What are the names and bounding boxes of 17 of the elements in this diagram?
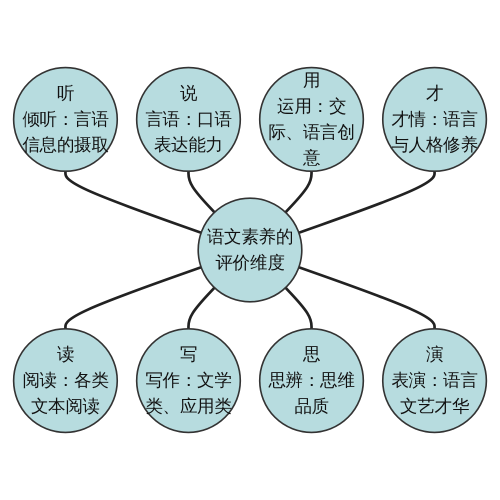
connector: [298, 266, 436, 329]
connector: [284, 286, 313, 329]
node-circle: 语文素养的评价维度: [197, 197, 303, 303]
node-circle: 写 写作：文学类、应用类: [136, 328, 242, 434]
node-circle: 才 才情：语言与人格修养: [382, 66, 488, 172]
connector: [284, 171, 313, 214]
connector: [64, 266, 202, 329]
connector: [187, 171, 216, 214]
node-circle: 思 思辨：思维品质: [258, 328, 364, 434]
node-circle: 演 表演：语言文艺才华: [382, 328, 488, 434]
node-circle: 听 倾听：言语信息的摄取: [12, 66, 118, 172]
connector: [298, 171, 436, 234]
connector: [64, 171, 202, 234]
node-circle: 说 言语：口语表达能力: [136, 66, 242, 172]
node-circle: 读 阅读：各类文本阅读: [12, 328, 118, 434]
node-circle: 用 运用：交际、语言创意: [258, 66, 364, 172]
connector: [187, 286, 216, 329]
